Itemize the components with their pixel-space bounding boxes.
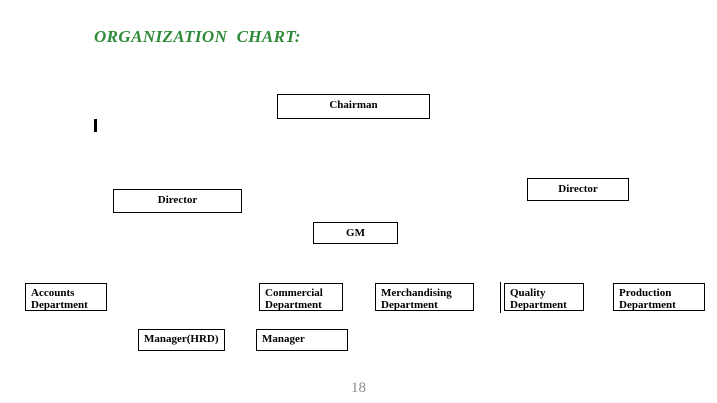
page-title: ORGANIZATION CHART:: [94, 27, 301, 46]
quality-department-left-rule: [500, 282, 501, 313]
org-node-label: Manager(HRD): [144, 333, 219, 345]
org-node-label: Accounts Department: [31, 287, 88, 311]
org-node-merchandising-department[interactable]: Merchandising Department: [375, 283, 474, 311]
org-node-gm[interactable]: GM: [313, 222, 398, 244]
org-node-label: Chairman: [329, 99, 378, 111]
org-node-director-right[interactable]: Director: [527, 178, 629, 201]
org-node-label: Commercial Department: [265, 287, 323, 311]
org-node-quality-department[interactable]: Quality Department: [504, 283, 584, 311]
org-node-label: Director: [558, 183, 598, 195]
org-node-label: Director: [157, 194, 198, 206]
org-node-label: Merchandising Department: [381, 287, 452, 311]
org-node-chairman[interactable]: Chairman: [277, 94, 430, 119]
page-number: 18: [351, 380, 366, 396]
org-node-label: Manager: [262, 333, 305, 345]
text-cursor-caret: [94, 119, 97, 132]
org-node-manager-hrd[interactable]: Manager(HRD): [138, 329, 225, 351]
org-node-manager[interactable]: Manager: [256, 329, 348, 351]
org-node-production-department[interactable]: Production Department: [613, 283, 705, 311]
org-node-label: GM: [346, 227, 365, 239]
org-node-label: Quality Department: [510, 287, 567, 311]
org-node-commercial-department[interactable]: Commercial Department: [259, 283, 343, 311]
org-node-director-left[interactable]: Director: [113, 189, 242, 213]
org-node-label: Production Department: [619, 287, 676, 311]
org-node-accounts-department[interactable]: Accounts Department: [25, 283, 107, 311]
